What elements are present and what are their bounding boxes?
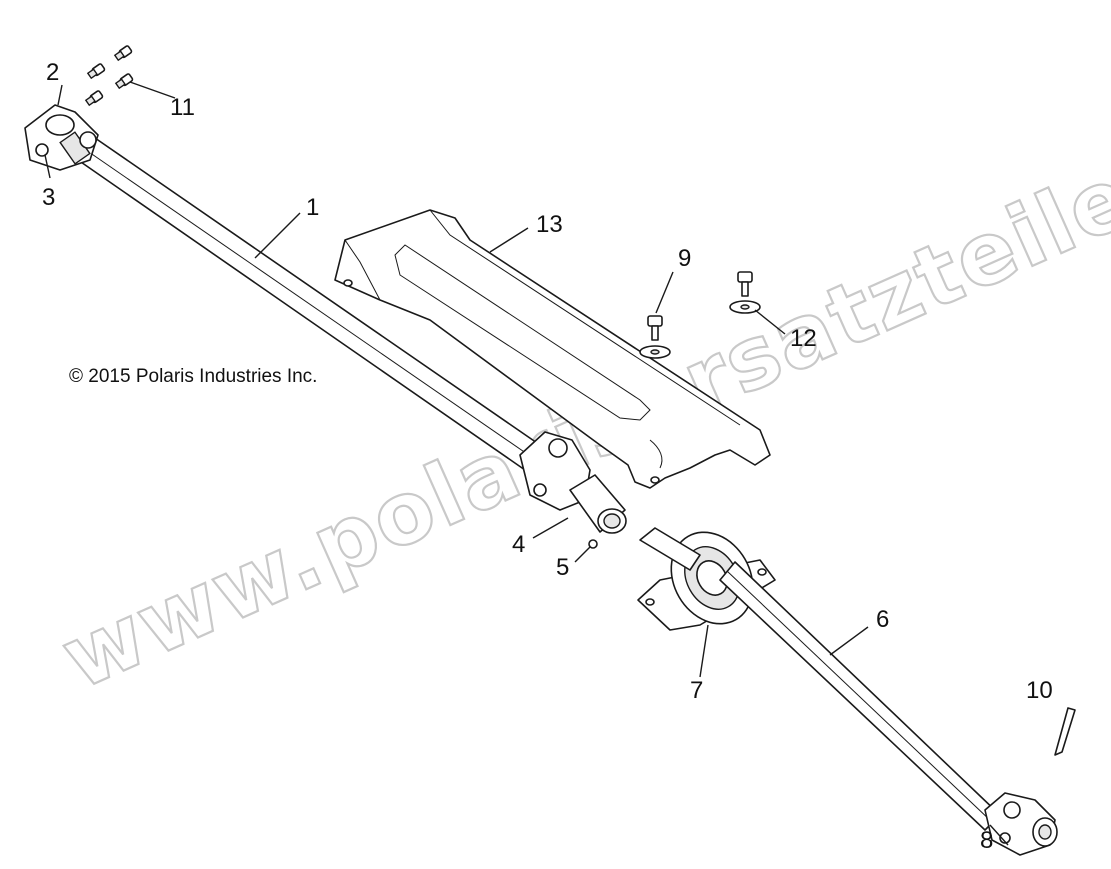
callout-6: 6 xyxy=(876,606,889,633)
bolt-washer-9 xyxy=(639,315,671,359)
callout-11: 11 xyxy=(170,94,195,121)
callout-8: 8 xyxy=(980,827,993,854)
callout-12: 12 xyxy=(790,325,817,352)
front-yoke-assembly xyxy=(24,104,99,171)
bolt-washer-12 xyxy=(729,271,761,314)
rear-yoke xyxy=(984,792,1058,856)
callout-2: 2 xyxy=(46,59,59,86)
callout-1: 1 xyxy=(306,194,319,221)
callout-3: 3 xyxy=(42,184,55,211)
copyright-notice: © 2015 Polaris Industries Inc. xyxy=(69,366,317,387)
roll-pin xyxy=(1054,707,1076,756)
callout-13: 13 xyxy=(536,211,563,238)
bolts-group xyxy=(84,45,134,107)
snap-ring xyxy=(588,539,598,549)
callout-4: 4 xyxy=(512,531,525,558)
leader-lines xyxy=(44,81,1009,846)
callout-7: 7 xyxy=(690,677,703,704)
center-yoke xyxy=(519,431,627,534)
shaft-guard xyxy=(334,209,771,489)
callout-5: 5 xyxy=(556,554,569,581)
callout-9: 9 xyxy=(678,245,691,272)
callout-10: 10 xyxy=(1026,677,1053,704)
